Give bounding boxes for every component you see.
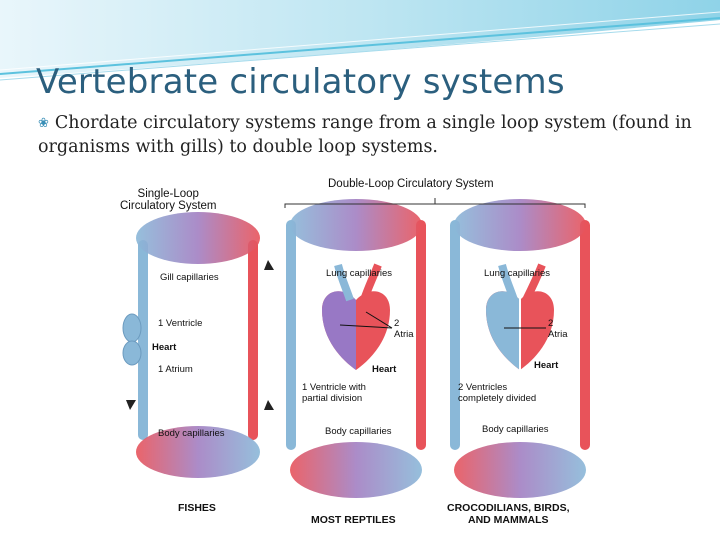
most-reptiles-caption: MOST REPTILES xyxy=(311,514,396,526)
reptile-loop xyxy=(286,199,426,498)
double-loop-header: Double-Loop Circulatory System xyxy=(328,178,494,190)
reptile-lung-capillary-bed xyxy=(290,199,422,251)
fish-atrium-label: 1 Atrium xyxy=(158,364,193,375)
fish-ventricle-label: 1 Ventricle xyxy=(158,318,202,329)
fish-gill-capillary-bed xyxy=(136,212,260,264)
fish-gill-capillaries-label: Gill capillaries xyxy=(160,272,219,283)
reptile-ventricle-note: 1 Ventricle with partial division xyxy=(302,382,366,404)
slide-title: Vertebrate circulatory systems xyxy=(36,62,565,102)
bird-body-capillary-bed xyxy=(454,442,586,498)
circulatory-diagram-art xyxy=(110,170,610,540)
bird-atria-label: 2 Atria xyxy=(548,318,568,340)
reptile-atria-label: 2 Atria xyxy=(394,318,414,340)
bullet-point: ❀Chordate circulatory systems range from… xyxy=(38,112,698,159)
bird-body-capillaries-label: Body capillaries xyxy=(482,424,549,435)
bird-ventricle-note: 2 Ventricles completely divided xyxy=(458,382,536,404)
bullet-text: Chordate circulatory systems range from … xyxy=(38,113,692,157)
reptile-body-capillaries-label: Body capillaries xyxy=(325,426,392,437)
reptile-heart-label: Heart xyxy=(372,364,396,375)
bird-lung-capillary-bed xyxy=(454,199,586,251)
fish-body-capillaries-label: Body capillaries xyxy=(158,428,225,439)
fishes-caption: FISHES xyxy=(178,502,216,514)
bird-heart-label: Heart xyxy=(534,360,558,371)
circulatory-diagram: Single-Loop Circulatory System Double-Lo… xyxy=(110,170,610,540)
single-loop-header: Single-Loop Circulatory System xyxy=(120,188,217,212)
bullet-swirl-icon: ❀ xyxy=(38,116,49,131)
fish-heart-label: Heart xyxy=(152,342,176,353)
bird-lung-capillaries-label: Lung capillaries xyxy=(484,268,550,279)
bird-mammal-loop xyxy=(450,199,590,498)
reptile-body-capillary-bed xyxy=(290,442,422,498)
reptile-lung-capillaries-label: Lung capillaries xyxy=(326,268,392,279)
crocodilians-birds-mammals-caption: CROCODILIANS, BIRDS, AND MAMMALS xyxy=(447,502,570,526)
